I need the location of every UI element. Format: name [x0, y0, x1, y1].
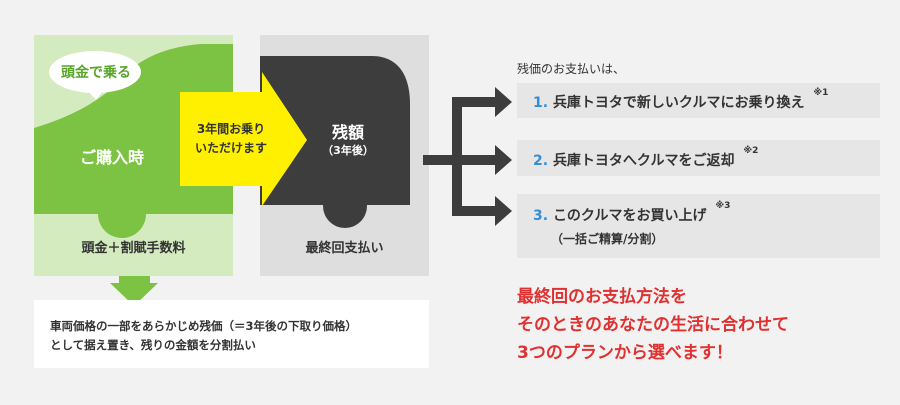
option-2-mark: ※2	[743, 146, 759, 156]
arrow-text: 3年間お乗り いただけます	[184, 120, 278, 158]
purchase-title: ご購入時	[80, 148, 145, 167]
option-2-text: 兵庫トヨタへクルマをご返却	[552, 153, 735, 169]
speech-bubble-tail	[88, 90, 104, 100]
option-1-mark: ※1	[813, 88, 829, 98]
option-2-num: 2.	[533, 153, 549, 169]
residual-subtitle: （3年後）	[322, 144, 374, 157]
residual-title: 残額	[331, 123, 364, 142]
note-line1: 車両価格の一部をあらかじめ残価（＝3年後の下取り価格）	[50, 319, 357, 333]
note-box: 車両価格の一部をあらかじめ残価（＝3年後の下取り価格） として据え置き、残りの金…	[34, 300, 429, 368]
branch-arrows	[423, 87, 512, 226]
option-3-text: このクルマをお買い上げ	[552, 208, 707, 224]
down-arrow	[110, 276, 158, 306]
option-1-num: 1.	[533, 95, 549, 111]
option-3-mark: ※3	[715, 201, 731, 211]
arrow-text-line2: いただけます	[194, 141, 267, 155]
yellow-arrow	[180, 72, 307, 206]
speech-bubble	[49, 51, 141, 93]
note-line2: として据え置き、残りの金額を分割払い	[50, 338, 256, 352]
promo-line3: 3つのプランから選べます！	[517, 343, 733, 363]
residual-footer: 最終回支払い	[305, 241, 384, 256]
option-3-sub: （一括ご精算/分割）	[551, 232, 664, 246]
option-1: 1. 兵庫トヨタで新しいクルマにお乗り換え ※1	[517, 83, 880, 118]
dark-car-icon	[260, 56, 410, 228]
option-3-num: 3.	[533, 208, 549, 224]
option-3: 3. このクルマをお買い上げ ※3 （一括ご精算/分割）	[517, 194, 880, 258]
purchase-footer: 頭金＋割賦手数料	[81, 241, 186, 256]
purchase-bubble-text: 頭金で乗る	[61, 65, 131, 81]
promo-line1: 最終回のお支払方法を	[517, 287, 687, 307]
promo-text: 最終回のお支払方法を そのときのあなたの生活に合わせて 3つのプランから選べます…	[517, 283, 789, 367]
arrow-text-line1: 3年間お乗り	[196, 122, 266, 136]
option-1-text: 兵庫トヨタで新しいクルマにお乗り換え	[552, 95, 805, 111]
options-heading: 残価のお支払いは、	[517, 62, 626, 76]
option-2: 2. 兵庫トヨタへクルマをご返却 ※2	[517, 140, 880, 176]
promo-line2: そのときのあなたの生活に合わせて	[517, 315, 789, 335]
